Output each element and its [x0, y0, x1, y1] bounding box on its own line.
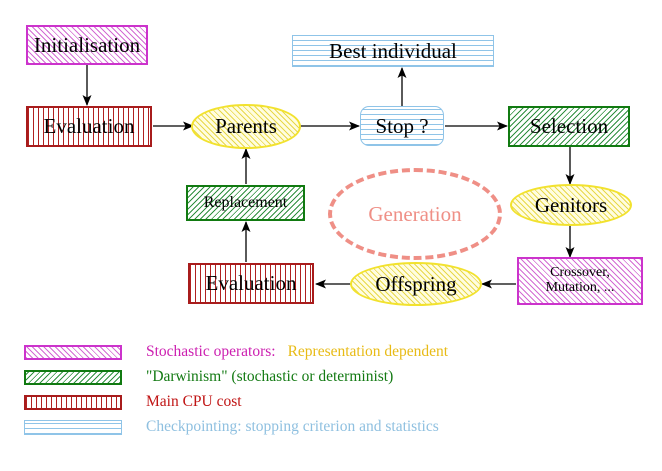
legend-swatch-red-vertical-hatch	[24, 394, 122, 410]
node-initialisation-label: Initialisation	[33, 32, 141, 57]
legend-row-darwinism: "Darwinism" (stochastic or determinist)	[24, 365, 393, 389]
node-best-individual[interactable]: Best individual	[292, 35, 494, 67]
node-replacement-label: Replacement	[203, 193, 288, 211]
node-selection[interactable]: Selection	[508, 106, 630, 147]
legend-swatch-green-hatch	[24, 369, 122, 385]
legend-swatch-blue-horizontal-hatch	[24, 419, 122, 435]
node-crossover-mutation-label-line1: Crossover,	[550, 265, 610, 281]
node-offspring[interactable]: Offspring	[350, 262, 482, 306]
node-stop[interactable]: Stop ?	[360, 106, 444, 146]
legend-text-stochastic-operators-a: Stochastic operators:	[146, 343, 276, 360]
node-stop-label: Stop ?	[375, 113, 429, 138]
node-generation-boundary: Generation	[328, 168, 502, 260]
legend-text-main-cpu-cost: Main CPU cost	[146, 393, 242, 410]
node-parents-label: Parents	[215, 114, 277, 139]
node-replacement[interactable]: Replacement	[186, 185, 305, 221]
legend-text-stochastic-operators-b: Representation dependent	[287, 343, 449, 360]
legend-swatch-magenta-hatch	[24, 344, 122, 360]
node-evaluation-bottom-label: Evaluation	[205, 271, 297, 296]
node-evaluation-top-label: Evaluation	[43, 114, 135, 139]
legend-text-checkpointing: Checkpointing: stopping criterion and st…	[146, 418, 439, 435]
node-evaluation-bottom[interactable]: Evaluation	[188, 263, 314, 304]
node-evaluation-top[interactable]: Evaluation	[26, 106, 152, 147]
node-crossover-mutation-label-line2: Mutation, ...	[545, 280, 615, 295]
node-genitors-label: Genitors	[534, 192, 608, 217]
node-genitors[interactable]: Genitors	[510, 184, 632, 226]
legend-row-stochastic-operators: Stochastic operators: Representation depe…	[24, 340, 448, 364]
node-offspring-label: Offspring	[375, 271, 457, 296]
node-selection-label: Selection	[529, 114, 609, 139]
node-best-individual-label: Best individual	[329, 38, 457, 63]
node-generation-label: Generation	[368, 201, 462, 226]
legend-text-stochastic-operators: Stochastic operators: Representation depe…	[146, 343, 448, 361]
node-initialisation[interactable]: Initialisation	[26, 25, 148, 65]
legend-row-checkpointing: Checkpointing: stopping criterion and st…	[24, 415, 439, 439]
node-parents[interactable]: Parents	[191, 104, 301, 149]
legend-row-main-cpu-cost: Main CPU cost	[24, 390, 242, 414]
legend: Stochastic operators: Representation depe…	[0, 334, 662, 454]
legend-text-darwinism: "Darwinism" (stochastic or determinist)	[146, 368, 394, 385]
node-crossover-mutation[interactable]: Crossover, Mutation, ...	[517, 257, 643, 305]
